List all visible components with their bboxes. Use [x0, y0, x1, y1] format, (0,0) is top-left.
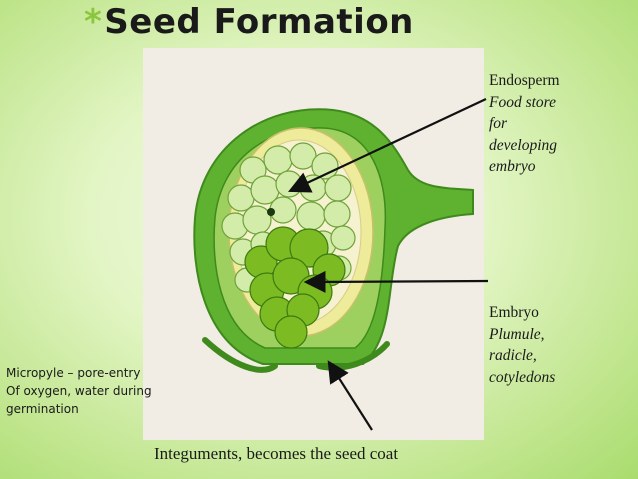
- micropyle-flap-left: [202, 337, 278, 373]
- endosperm-desc-4: embryo: [489, 158, 536, 175]
- title-bullet: *: [84, 2, 103, 42]
- endosperm-name: Endosperm: [489, 72, 560, 89]
- seed-diagram-figure: [143, 48, 484, 440]
- integuments-label: Integuments, becomes the seed coat: [154, 444, 399, 463]
- micropyle-line-3: germination: [6, 402, 79, 416]
- integuments-pointer: [327, 360, 373, 431]
- title-text: Seed Formation: [104, 2, 414, 42]
- endosperm-label: Endosperm Food store for developing embr…: [489, 70, 560, 178]
- endosperm-desc-3: developing: [489, 136, 558, 154]
- embryo-desc-1: Plumule,: [489, 325, 545, 343]
- embryo-label: Embryo Plumule, radicle, cotyledons: [489, 302, 555, 388]
- micropyle-line-1: Micropyle – pore-entry: [6, 366, 141, 380]
- endosperm-desc-1: Food store: [489, 93, 557, 111]
- micropyle-flap-right: [316, 341, 390, 371]
- endosperm-desc-2: for: [489, 115, 508, 132]
- micropyle-line-2: Of oxygen, water during: [6, 384, 152, 398]
- endosperm-pointer: [288, 98, 487, 193]
- embryo-desc-2: radicle,: [489, 347, 537, 364]
- embryo-nucleus: [267, 208, 275, 216]
- seed-diagram: [193, 108, 474, 373]
- embryo-name: Embryo: [489, 304, 539, 321]
- embryo-pointer: [303, 270, 489, 293]
- embryo-desc-3: cotyledons: [489, 368, 556, 386]
- micropyle-label: Micropyle – pore-entry Of oxygen, water …: [6, 364, 152, 418]
- slide-title: *Seed Formation: [84, 2, 414, 42]
